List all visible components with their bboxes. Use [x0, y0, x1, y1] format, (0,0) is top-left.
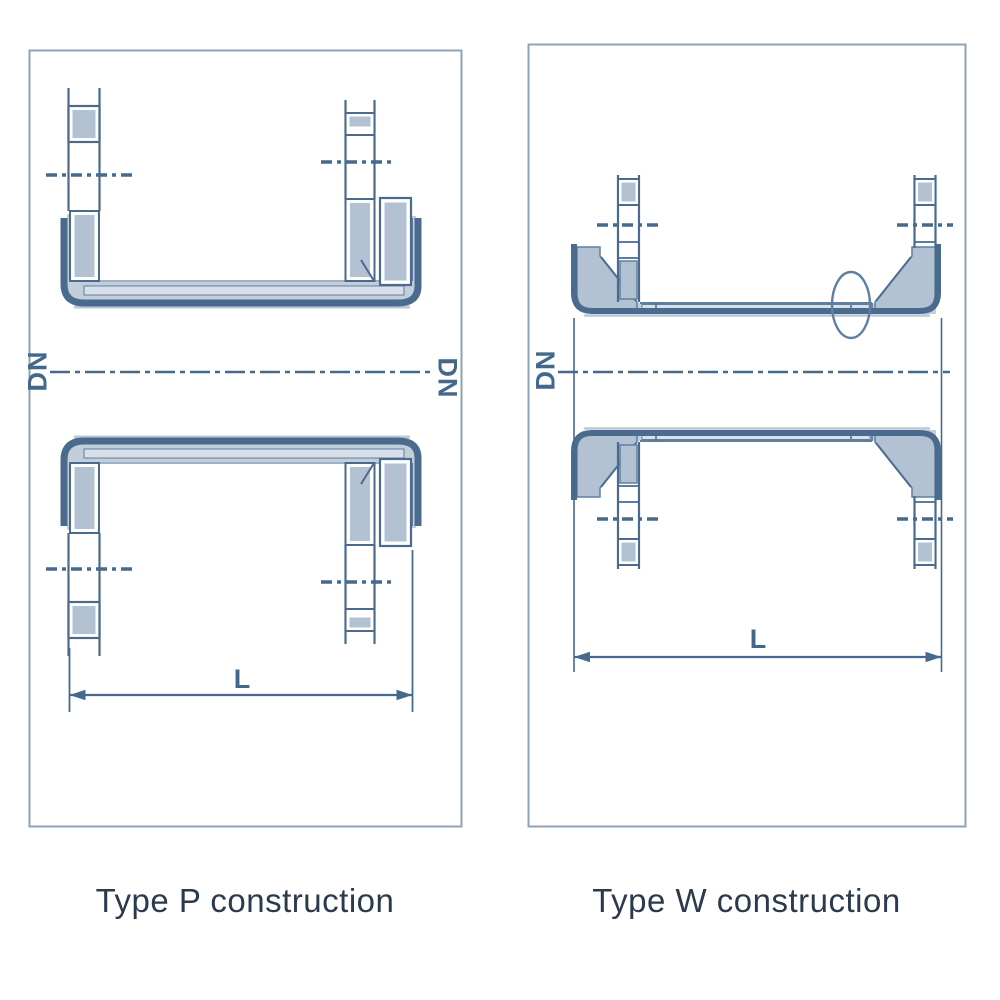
w-dn-label-left: DN [530, 350, 560, 391]
w-arrow-left [574, 651, 590, 663]
caption-type-p: Type P construction [95, 882, 395, 919]
w-length-dimension: L [573, 318, 943, 672]
w-detail-callout-circle [830, 270, 872, 340]
p-length-label: L [234, 664, 251, 694]
type-w-diagram: DN L [527, 43, 967, 828]
p-length-dimension: L [68, 550, 414, 712]
w-length-label: L [750, 624, 767, 654]
w-arrow-right [925, 651, 942, 663]
diagrams-canvas: DN DN L DN L [22, 43, 967, 828]
p-dn-label-left: DN [22, 351, 52, 392]
p-dn-label-right: DN [433, 358, 463, 399]
p-arrow-left [69, 689, 86, 701]
type-p-diagram: DN DN L [22, 49, 463, 828]
caption-type-w: Type W construction [592, 882, 901, 919]
p-arrow-right [396, 689, 413, 701]
